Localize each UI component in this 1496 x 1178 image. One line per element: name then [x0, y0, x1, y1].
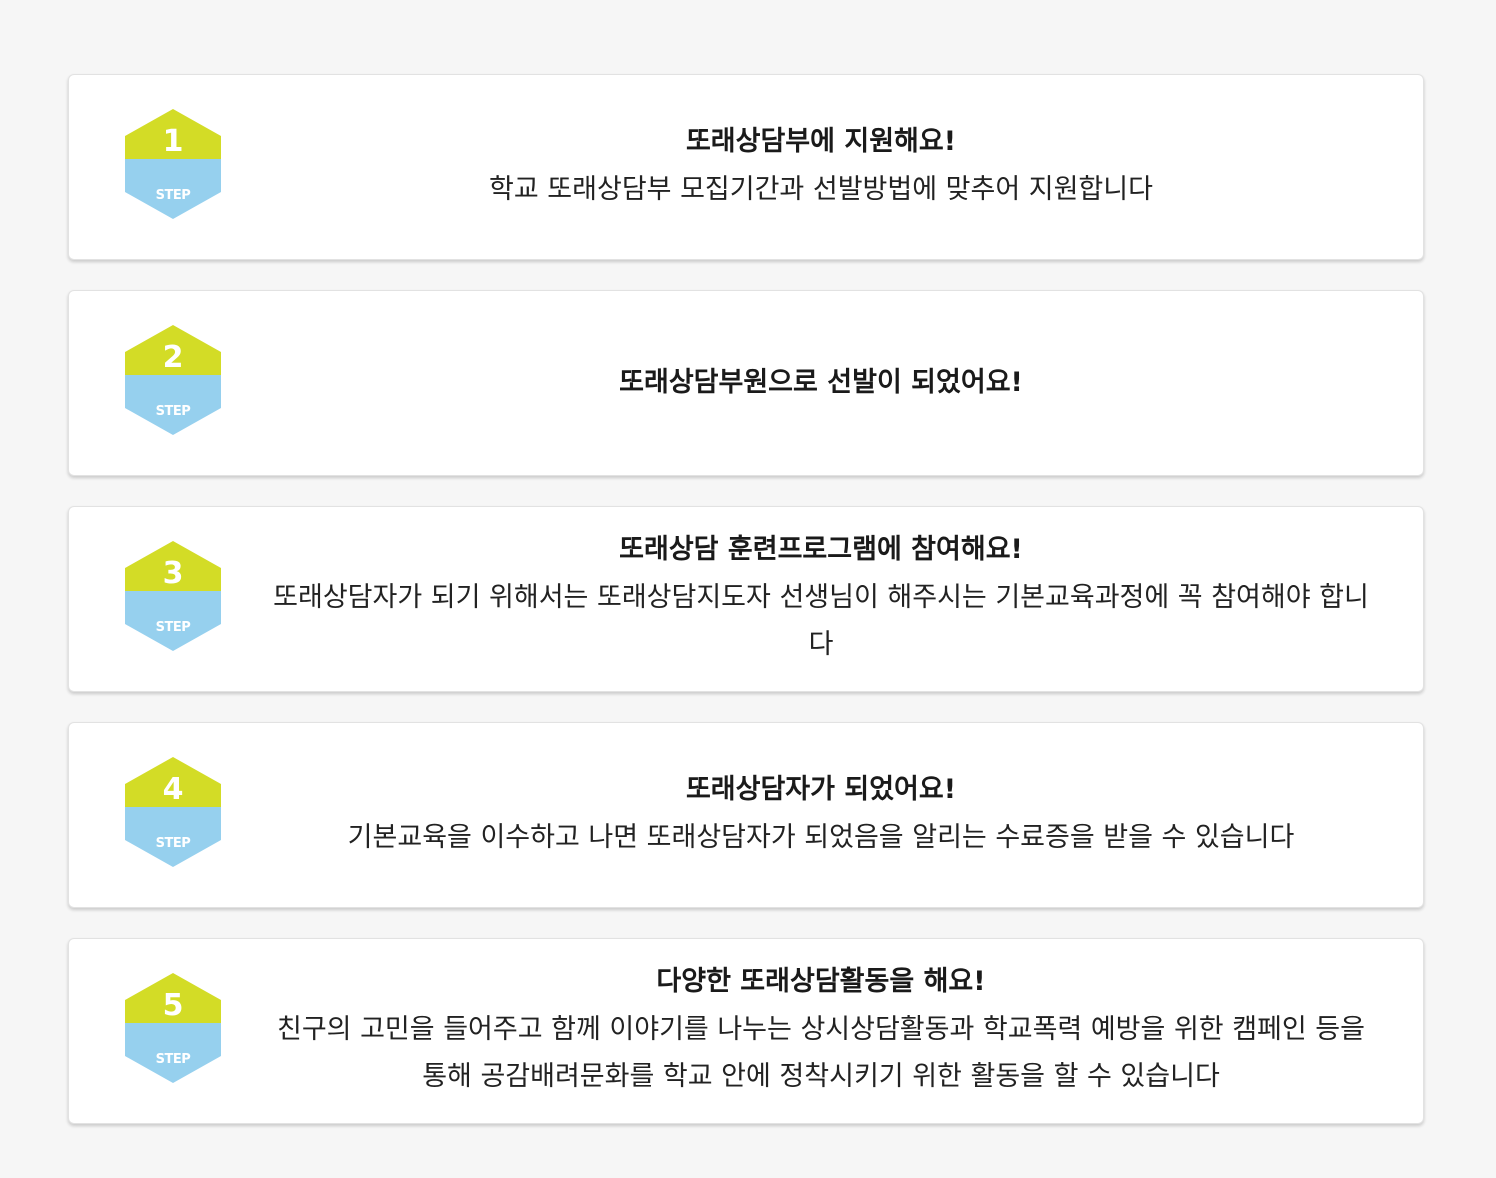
step-description: 학교 또래상담부 모집기간과 선발방법에 맞추어 지원합니다: [489, 173, 1153, 205]
step-word: STEP: [156, 404, 191, 419]
step-word: STEP: [156, 188, 191, 203]
step-content: 또래상담 훈련프로그램에 참여해요! 또래상담자가 되기 위해서는 또래상담지도…: [269, 507, 1373, 691]
step-content: 또래상담자가 되었어요! 기본교육을 이수하고 나면 또래상담자가 되었음을 알…: [269, 723, 1373, 907]
step-description: 기본교육을 이수하고 나면 또래상담자가 되었음을 알리는 수료증을 받을 수 …: [347, 821, 1295, 853]
step-content: 또래상담부원으로 선발이 되었어요!: [269, 291, 1373, 475]
step-description: 또래상담자가 되기 위해서는 또래상담지도자 선생님이 해주시는 기본교육과정에…: [273, 582, 1369, 660]
step-title: 또래상담부원으로 선발이 되었어요!: [619, 367, 1023, 398]
step-number: 4: [163, 772, 184, 807]
step-badge-icon: 5 STEP: [125, 973, 221, 1083]
step-card-4: 4 STEP 또래상담자가 되었어요! 기본교육을 이수하고 나면 또래상담자가…: [68, 722, 1424, 908]
steps-list: 1 STEP 또래상담부에 지원해요! 학교 또래상담부 모집기간과 선발방법에…: [68, 74, 1424, 1154]
step-description: 친구의 고민을 들어주고 함께 이야기를 나누는 상시상담활동과 학교폭력 예방…: [276, 1014, 1365, 1092]
step-card-3: 3 STEP 또래상담 훈련프로그램에 참여해요! 또래상담자가 되기 위해서는…: [68, 506, 1424, 692]
step-title: 또래상담자가 되었어요!: [685, 773, 957, 805]
step-number: 2: [163, 340, 184, 375]
step-number: 3: [163, 556, 184, 591]
step-title: 또래상담 훈련프로그램에 참여해요!: [619, 534, 1023, 565]
step-badge-icon: 2 STEP: [125, 325, 221, 435]
step-word: STEP: [156, 1052, 191, 1067]
step-word: STEP: [156, 836, 191, 851]
step-content: 다양한 또래상담활동을 해요! 친구의 고민을 들어주고 함께 이야기를 나누는…: [269, 939, 1373, 1123]
step-badge-icon: 4 STEP: [125, 757, 221, 867]
step-card-2: 2 STEP 또래상담부원으로 선발이 되었어요!: [68, 290, 1424, 476]
step-card-5: 5 STEP 다양한 또래상담활동을 해요! 친구의 고민을 들어주고 함께 이…: [68, 938, 1424, 1124]
step-content: 또래상담부에 지원해요! 학교 또래상담부 모집기간과 선발방법에 맞추어 지원…: [269, 75, 1373, 259]
step-title: 다양한 또래상담활동을 해요!: [656, 966, 986, 997]
step-number: 5: [163, 988, 184, 1023]
step-card-1: 1 STEP 또래상담부에 지원해요! 학교 또래상담부 모집기간과 선발방법에…: [68, 74, 1424, 260]
step-badge-icon: 1 STEP: [125, 109, 221, 219]
step-badge-icon: 3 STEP: [125, 541, 221, 651]
step-number: 1: [163, 124, 184, 159]
step-title: 또래상담부에 지원해요!: [685, 125, 957, 157]
step-word: STEP: [156, 620, 191, 635]
